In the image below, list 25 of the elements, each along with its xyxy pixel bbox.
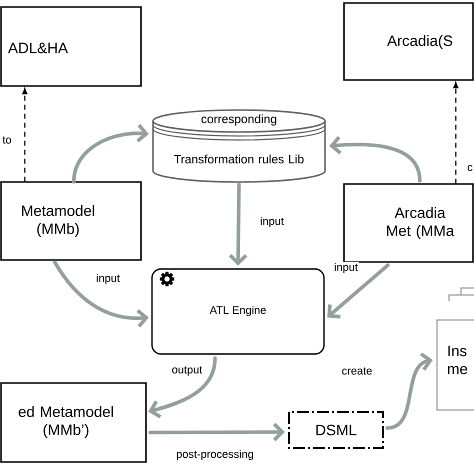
arrow (148, 356, 217, 418)
arrow (453, 82, 458, 184)
edge-label: input (259, 216, 285, 228)
box-text: DSML (316, 424, 356, 436)
edge-label: input (95, 272, 121, 286)
arrow (148, 422, 285, 442)
arrow (72, 124, 149, 184)
box-text: Arcadia(S (387, 35, 452, 49)
edge-label: to (1, 135, 13, 145)
edge-label: input (333, 262, 359, 274)
edge-label: post-processing (175, 448, 255, 462)
arrow (53, 260, 149, 328)
edge-label: output (170, 365, 204, 377)
box-text: ATL Engine (210, 306, 266, 316)
arrow (329, 136, 422, 183)
edge-label: create (340, 366, 374, 376)
arrow (228, 182, 248, 266)
arrow (22, 88, 28, 182)
arrow (327, 263, 390, 318)
box-text: Metamodel (MMb) (22, 205, 94, 237)
box-text: ADL&HA (8, 42, 68, 54)
box-text: ed Metamodel (MMb’) (18, 406, 113, 438)
edge-label: c (466, 164, 474, 172)
box-text: Ins me (448, 346, 468, 374)
box-text: Arcadia Met (MMa (387, 207, 454, 239)
